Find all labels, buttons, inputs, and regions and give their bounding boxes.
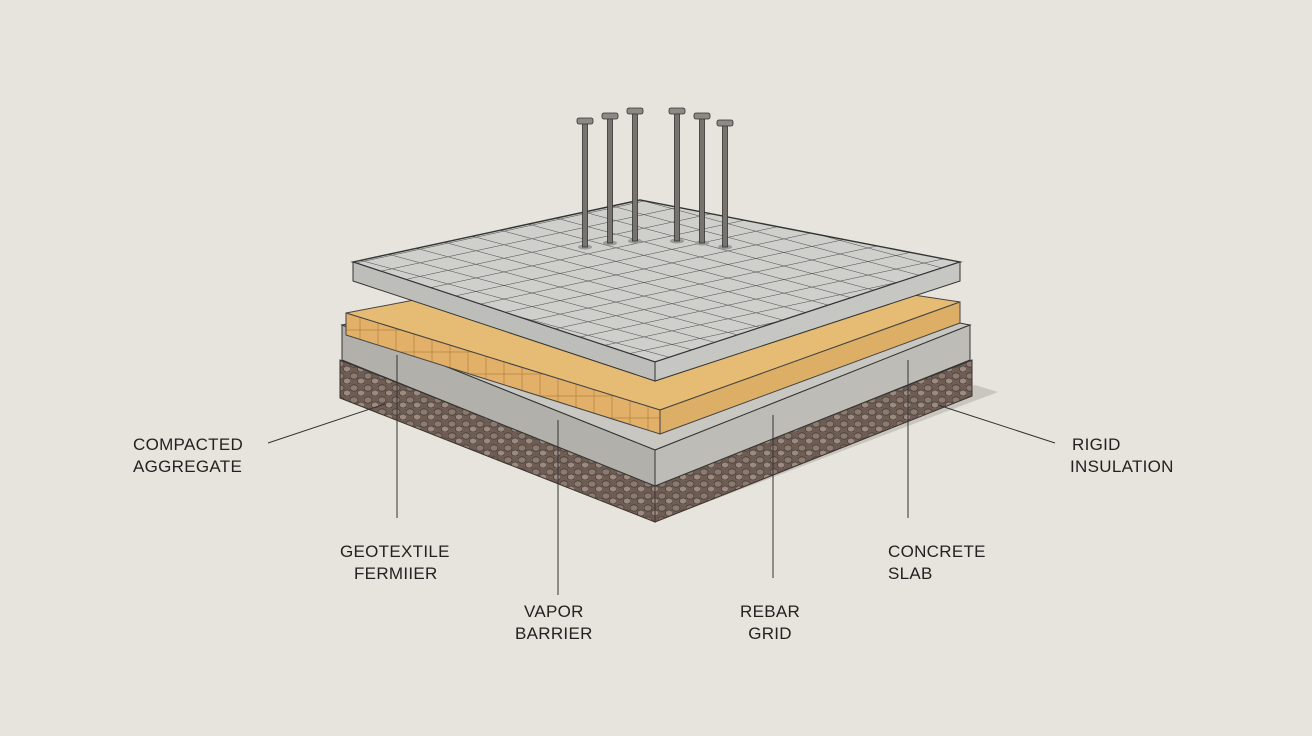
leader-compacted-aggregate [267, 403, 386, 444]
label-compacted-aggregate: COMPACTED AGGREGATE [133, 434, 243, 478]
label-line: REBAR [740, 602, 801, 621]
rebar-stake [674, 111, 680, 242]
rebar-stake [582, 121, 588, 248]
label-line: CONCRETE [888, 542, 986, 561]
rebar-stake [632, 111, 638, 242]
label-line: RIGID [1072, 435, 1121, 454]
leader-lines [267, 355, 1056, 595]
label-line: GEOTEXTILE [340, 542, 450, 561]
rebar-stakes [576, 107, 734, 250]
label-line: COMPACTED [133, 435, 244, 454]
rebar-cap [626, 107, 644, 115]
rebar-stake [722, 123, 728, 248]
rebar-cap [693, 112, 711, 120]
label-line: INSULATION [1070, 457, 1174, 476]
label-line: FERMIIER [354, 564, 438, 583]
label-rebar-grid: REBAR GRID [740, 601, 800, 645]
label-geotextile: GEOTEXTILE FERMIIER [340, 541, 450, 585]
rebar-stake [607, 116, 613, 244]
label-line: AGGREGATE [133, 457, 243, 476]
leader-rigid-insulation [937, 404, 1056, 444]
label-line: SLAB [888, 564, 933, 583]
label-concrete-slab: CONCRETE SLAB [888, 541, 986, 585]
rebar-stake [699, 116, 705, 244]
rebar-cap [668, 107, 686, 115]
rebar-cap [601, 112, 619, 120]
label-line: VAPOR [523, 602, 584, 621]
label-rigid-insulation: RIGID INSULATION [1070, 434, 1174, 478]
label-vapor-barrier: VAPOR BARRIER [515, 601, 593, 645]
rebar-cap [716, 119, 734, 127]
rebar-grid-tile-layer [350, 199, 963, 382]
label-line: BARRIER [515, 624, 593, 643]
label-line: GRID [748, 624, 792, 643]
rebar-cap [576, 117, 594, 125]
